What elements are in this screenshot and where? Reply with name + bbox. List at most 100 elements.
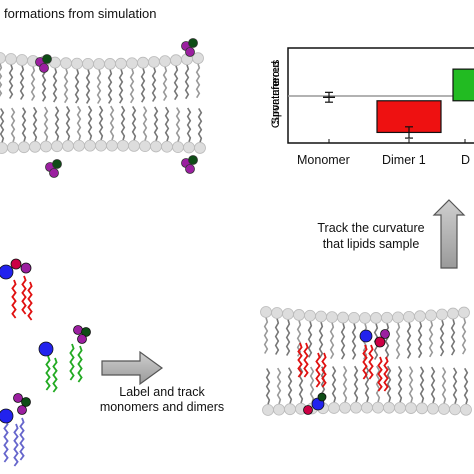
lipid-head [82, 57, 94, 70]
lipid-tail [21, 107, 27, 142]
lipid-tail [406, 322, 412, 359]
lipid-head [73, 139, 85, 152]
category-label-dimer-1: Dimer 1 [382, 153, 426, 167]
lipid-head [271, 307, 283, 319]
label-and-track-text: Label and track monomers and dimers [82, 385, 242, 415]
lipid-tail [0, 108, 5, 143]
magenta-head [49, 168, 59, 178]
lipid-head [392, 311, 404, 324]
lipid-head [60, 57, 72, 70]
lipid-head [84, 139, 96, 152]
magenta-head [20, 262, 32, 274]
lipid-head [62, 140, 74, 152]
lipid-tail [329, 322, 335, 360]
red-tail [11, 279, 17, 319]
lipid-head [370, 312, 382, 324]
lipid-head [183, 141, 195, 154]
lipid-tail [41, 67, 47, 102]
up-arrow-icon [432, 199, 466, 269]
lipid-tail [162, 66, 168, 102]
magenta-head [185, 164, 195, 174]
lipid-tail [342, 365, 348, 403]
lipid-tail [129, 68, 135, 104]
lipid-head [260, 306, 272, 318]
magenta-head [39, 63, 49, 73]
bar-dimer-2 [452, 68, 474, 102]
lipid-head [339, 401, 351, 414]
lipid-head [194, 142, 206, 154]
lipid-tail [318, 321, 324, 359]
lipid-head [148, 56, 160, 68]
lipid-tail [96, 69, 102, 104]
lipid-tail [19, 65, 25, 100]
lipid-tail [140, 67, 146, 103]
lipid-head [0, 142, 8, 154]
lipid-tail [63, 68, 69, 104]
lipid-head [5, 53, 17, 65]
lipid-tail [87, 105, 93, 141]
lipid-tail [309, 366, 315, 404]
lipid-tail [353, 365, 359, 403]
lipid-tail [287, 367, 293, 404]
lipid-head [282, 308, 294, 320]
green-tail [52, 357, 58, 393]
lipid-tail [331, 366, 337, 403]
category-label-monomer: Monomer [297, 153, 350, 167]
lipid-tail [285, 319, 291, 356]
membrane-top-left [0, 38, 206, 178]
red-tail [297, 342, 303, 378]
lipid-head [71, 57, 83, 70]
category-ticks [328, 139, 466, 143]
lipid-head [0, 52, 6, 64]
lipid-head [262, 404, 274, 416]
lipid-head [128, 139, 140, 152]
lipid-tail [120, 105, 126, 141]
lipid-head [383, 401, 395, 414]
blue-head [0, 408, 14, 424]
lipid-head [137, 56, 149, 69]
lipid-tail [10, 107, 16, 143]
lipid-head [16, 54, 28, 66]
lipid-tail [263, 317, 269, 354]
lipid-tail [76, 105, 82, 141]
blue-head [38, 341, 54, 357]
violet-tail [13, 423, 19, 467]
lipid-head [170, 54, 182, 67]
lipid-tail [8, 64, 14, 99]
magenta-head [73, 325, 83, 335]
lipid-head [337, 311, 349, 324]
lipid-tail [397, 365, 403, 403]
lipid-tail [153, 106, 159, 142]
lipid-head [40, 140, 52, 153]
y-label-line-3: Curvature [270, 79, 282, 129]
green-head [21, 397, 31, 407]
lipid-head [348, 311, 360, 324]
green-head [52, 159, 62, 169]
lipid-tail [428, 320, 434, 358]
lipid-tail [441, 367, 447, 404]
lipid-head [460, 403, 472, 416]
lipid-head [159, 55, 171, 68]
lipid-tail [307, 321, 313, 358]
membrane-bottom-right [260, 306, 472, 416]
green-tail [77, 345, 83, 383]
green-tail [69, 343, 75, 381]
lipid-head [95, 139, 107, 152]
red-tail [383, 356, 389, 392]
lipid-tail [173, 65, 179, 101]
lipid-head [172, 141, 184, 154]
lipid-tail [463, 367, 469, 405]
lipid-tail [142, 106, 148, 141]
lipid-tail [419, 366, 425, 404]
lipid-tail [54, 106, 60, 141]
lipid-tail [364, 365, 370, 403]
lipid-tail [184, 64, 190, 100]
lipid-head [104, 58, 116, 70]
red-tail [315, 352, 321, 388]
track-line-2: that lipids sample [322, 237, 420, 251]
lipid-head [117, 139, 129, 152]
lipid-head [425, 309, 437, 322]
lipid-head [326, 311, 338, 324]
lipid-tail [195, 63, 201, 99]
lipid-head [350, 401, 362, 414]
